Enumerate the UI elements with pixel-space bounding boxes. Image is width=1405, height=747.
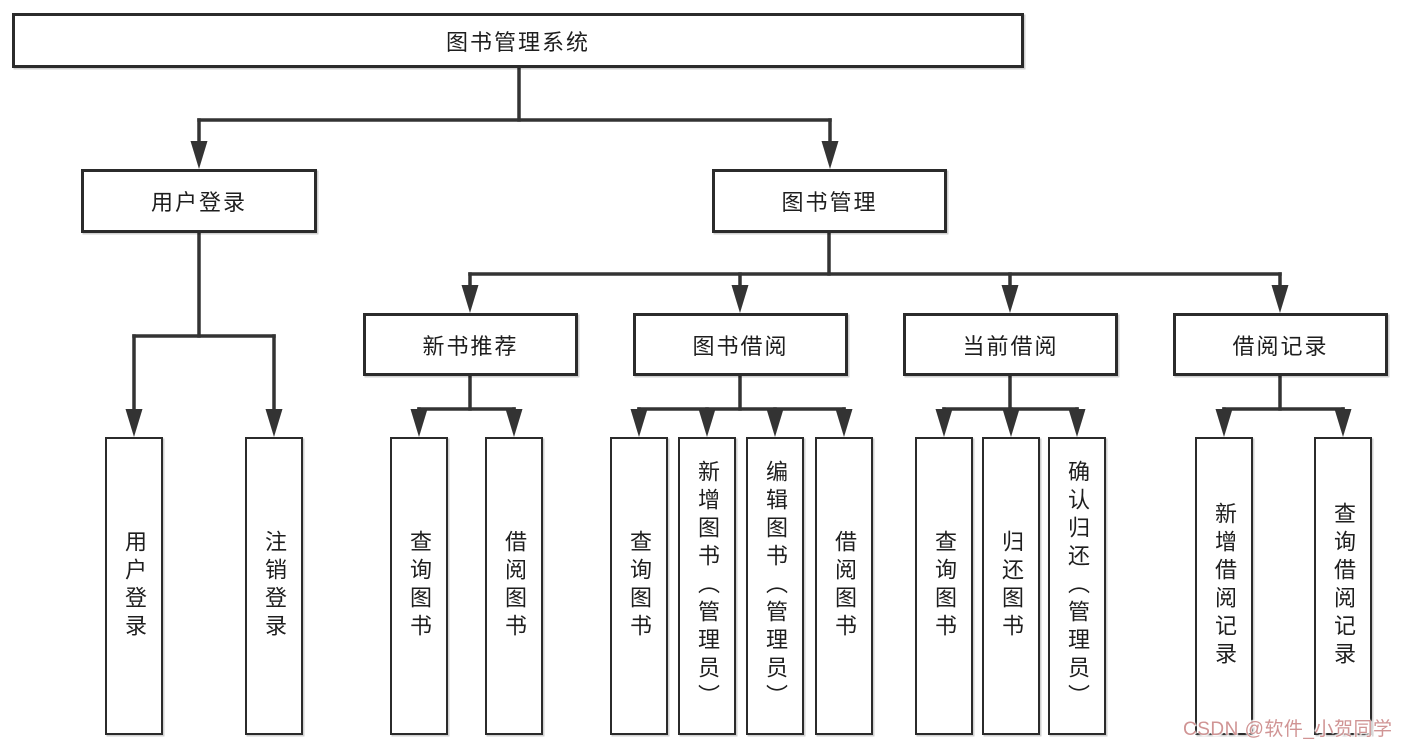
leaf-logout-label: 注销登录 [262,530,287,642]
leaf-borrow-query: 查询图书 [610,437,668,735]
node-borrow-records: 借阅记录 [1173,313,1388,376]
leaf-borrow-add-admin-label: 新增图书（管理员） [695,460,720,712]
leaf-current-return: 归还图书 [982,437,1040,735]
leaf-user-login: 用户登录 [105,437,163,735]
node-new-book-recommend-label: 新书推荐 [422,333,519,359]
node-root: 图书管理系统 [12,13,1024,68]
node-current-borrow-label: 当前借阅 [962,333,1059,359]
node-root-label: 图书管理系统 [445,29,590,55]
node-borrow-records-label: 借阅记录 [1232,333,1329,359]
node-book-management-label: 图书管理 [781,190,878,215]
leaf-borrow-book-label: 借阅图书 [832,530,857,642]
leaf-current-query-label: 查询图书 [932,530,957,642]
node-user-login-label: 用户登录 [150,190,247,215]
leaf-current-confirm-admin: 确认归还（管理员） [1048,437,1106,735]
leaf-newbook-borrow-label: 借阅图书 [502,530,527,642]
leaf-newbook-query: 查询图书 [390,437,448,735]
node-user-login: 用户登录 [81,169,317,233]
leaf-borrow-query-label: 查询图书 [627,530,652,642]
node-book-borrow-label: 图书借阅 [692,333,789,359]
leaf-records-query: 查询借阅记录 [1314,437,1372,735]
leaf-current-confirm-admin-label: 确认归还（管理员） [1065,460,1090,712]
leaf-records-add: 新增借阅记录 [1195,437,1253,735]
watermark: CSDN @软件_小贺同学 [1183,719,1393,740]
leaf-borrow-edit-admin-label: 编辑图书（管理员） [763,460,788,712]
leaf-user-login-label: 用户登录 [122,530,147,642]
leaf-borrow-book: 借阅图书 [815,437,873,735]
arrowheads [125,141,1352,437]
node-new-book-recommend: 新书推荐 [363,313,578,376]
leaf-borrow-add-admin: 新增图书（管理员） [678,437,736,735]
leaf-borrow-edit-admin: 编辑图书（管理员） [746,437,804,735]
leaf-newbook-borrow: 借阅图书 [485,437,543,735]
leaf-records-add-label: 新增借阅记录 [1212,502,1237,670]
node-book-borrow: 图书借阅 [633,313,848,376]
leaf-current-query: 查询图书 [915,437,973,735]
leaf-newbook-query-label: 查询图书 [407,530,432,642]
leaf-current-return-label: 归还图书 [999,530,1024,642]
node-book-management: 图书管理 [712,169,947,233]
leaf-logout: 注销登录 [245,437,303,735]
node-current-borrow: 当前借阅 [903,313,1118,376]
leaf-records-query-label: 查询借阅记录 [1331,502,1356,670]
